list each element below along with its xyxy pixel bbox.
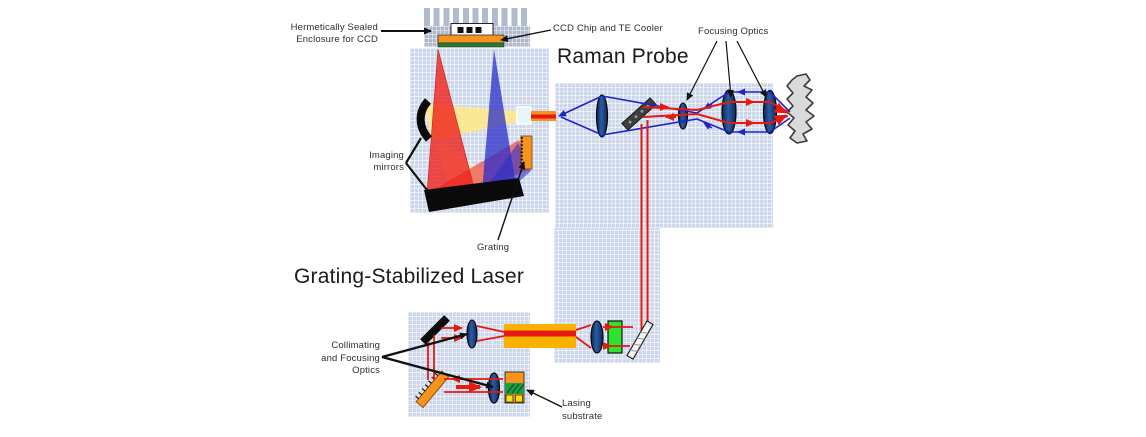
laser-output-lens: [590, 320, 604, 354]
lasing-substrate: [504, 371, 525, 404]
turning-mirror: [626, 320, 654, 360]
label-focusing-optics: Focusing Optics: [698, 26, 769, 37]
raman-signal-beams: [558, 88, 791, 136]
label-grating: Grating: [477, 242, 510, 253]
probe-panel: [555, 83, 773, 228]
te-cooler-orange: [437, 34, 505, 44]
title-grating-stabilized-laser: Grating-Stabilized Laser: [294, 265, 525, 288]
entrance-beam-red-core: [531, 114, 556, 119]
label-ccd-chip: CCD Chip and TE Cooler: [553, 23, 663, 34]
te-cooler-green: [437, 42, 505, 48]
sample: [786, 73, 815, 144]
label-hermetic-enclosure: Hermetically Sealed Enclosure for CCD: [268, 22, 378, 45]
focusing-lens-1: [721, 89, 737, 135]
label-imaging-line1: Imaging: [369, 150, 404, 161]
label-lasing-line2: substrate: [562, 410, 603, 422]
bandpass-filter: [607, 320, 623, 354]
title-raman-probe: Raman Probe: [557, 45, 689, 68]
dichroic-mirror: [621, 97, 657, 131]
label-imaging-line2: mirrors: [373, 161, 404, 173]
ccd-die-1: [457, 27, 464, 33]
label-collimating-line2: and Focusing: [321, 352, 380, 364]
laser-fold-mirror: [420, 315, 450, 345]
ccd-die-3: [475, 27, 482, 33]
excitation-beams: [640, 98, 789, 332]
collection-lens: [595, 94, 609, 138]
blue-dispersion-triangle: [482, 49, 516, 192]
entrance-slit: [516, 106, 532, 125]
label-hermetic-line1: Hermetically Sealed: [290, 22, 378, 33]
imaging-mirror-lower: [424, 178, 524, 212]
label-imaging-mirrors: Imaging mirrors: [344, 150, 404, 173]
label-lasing-line1: Lasing: [562, 398, 591, 409]
probe-relay-lens: [677, 102, 689, 130]
label-hermetic-line2: Enclosure for CCD: [296, 33, 378, 45]
label-pointers: [381, 27, 767, 408]
imaging-mirror-upper: [416, 98, 433, 142]
label-collimating-line3: Optics: [352, 365, 380, 376]
collimating-lens-upper: [466, 319, 478, 349]
focusing-lens-lower: [487, 372, 501, 404]
heatsink-fins: [424, 8, 530, 27]
ccd-die-2: [466, 27, 473, 33]
label-collimating-optics: Collimating and Focusing Optics: [296, 340, 380, 378]
gain-block-red-core: [504, 330, 576, 337]
label-collimating-line1: Collimating: [331, 340, 380, 351]
label-lasing-substrate: Lasing substrate: [562, 398, 602, 423]
